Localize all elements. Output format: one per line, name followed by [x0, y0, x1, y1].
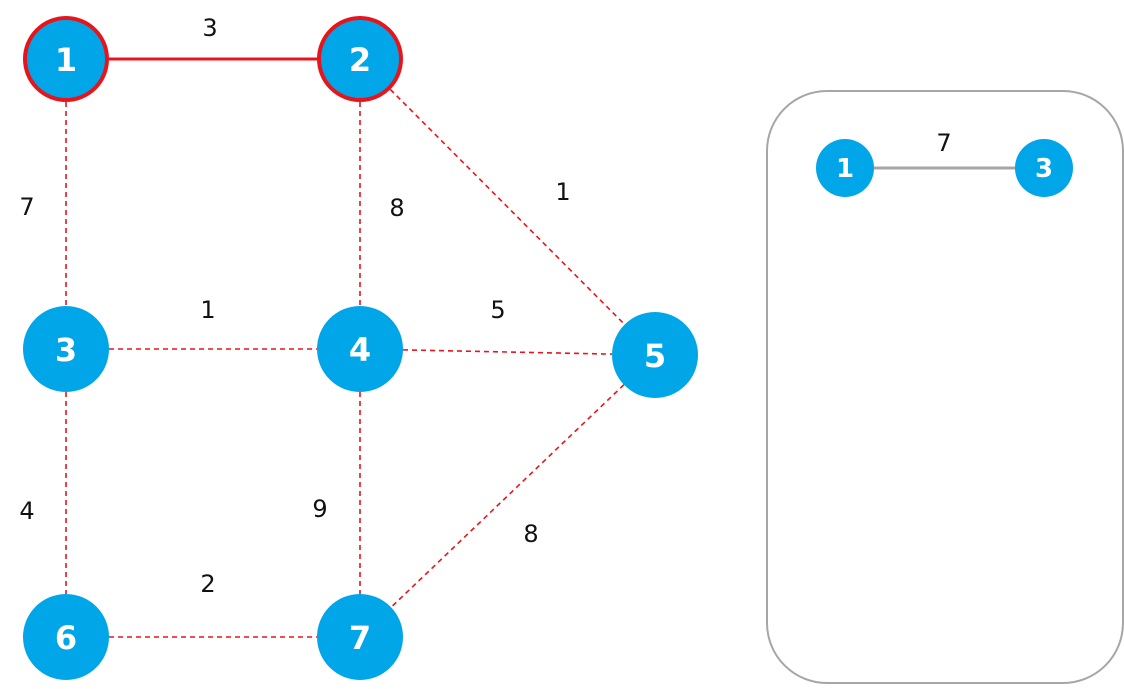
edge-2-5	[389, 88, 626, 326]
edge-weight-4-7: 9	[312, 495, 327, 523]
node-5: 5	[612, 312, 698, 398]
node-6: 6	[23, 594, 109, 680]
edge-weight-2-5: 1	[555, 178, 570, 206]
panel-node-label-3: 3	[1035, 154, 1053, 184]
panel-node-circle-1	[816, 139, 874, 197]
panel-node-3: 3	[1015, 139, 1073, 197]
panel-edge-weight-1-3: 7	[936, 129, 951, 157]
node-label-2: 2	[349, 41, 371, 79]
node-label-1: 1	[55, 41, 77, 79]
node-label-3: 3	[55, 331, 77, 369]
main-graph-edges	[65, 57, 626, 638]
main-graph-nodes: 1 2 3 4 5 6 7	[23, 16, 698, 680]
main-graph-edge-labels: 3 7 8 1 1 5 4 9 2 8	[19, 14, 570, 598]
node-circle-6	[23, 594, 109, 680]
edge-5-7	[390, 384, 625, 608]
edge-weight-1-2: 3	[202, 14, 217, 42]
edge-weight-1-3: 7	[19, 193, 34, 221]
node-label-5: 5	[644, 337, 666, 375]
node-label-4: 4	[349, 331, 371, 369]
node-1: 1	[23, 16, 109, 102]
node-3: 3	[23, 306, 109, 392]
node-label-6: 6	[55, 619, 77, 657]
node-7: 7	[317, 594, 403, 680]
edge-weight-2-4: 8	[389, 194, 404, 222]
node-2: 2	[317, 16, 403, 102]
panel-node-label-1: 1	[836, 154, 854, 184]
panel-node-circle-3	[1015, 139, 1073, 197]
side-panel	[766, 90, 1124, 684]
node-circle-1	[23, 16, 109, 102]
node-label-7: 7	[349, 619, 371, 657]
edge-weight-3-6: 4	[19, 497, 34, 525]
panel-node-1: 1	[816, 139, 874, 197]
edge-weight-5-7: 8	[523, 520, 538, 548]
node-circle-3	[23, 306, 109, 392]
node-circle-2	[317, 16, 403, 102]
edge-weight-6-7: 2	[200, 570, 215, 598]
node-circle-4	[317, 306, 403, 392]
node-circle-5	[612, 312, 698, 398]
node-4: 4	[317, 306, 403, 392]
edge-weight-4-5: 5	[490, 296, 505, 324]
edge-4-5	[402, 349, 613, 355]
node-circle-7	[317, 594, 403, 680]
panel-graph-edge-labels: 7	[936, 129, 951, 157]
edge-weight-3-4: 1	[200, 296, 215, 324]
